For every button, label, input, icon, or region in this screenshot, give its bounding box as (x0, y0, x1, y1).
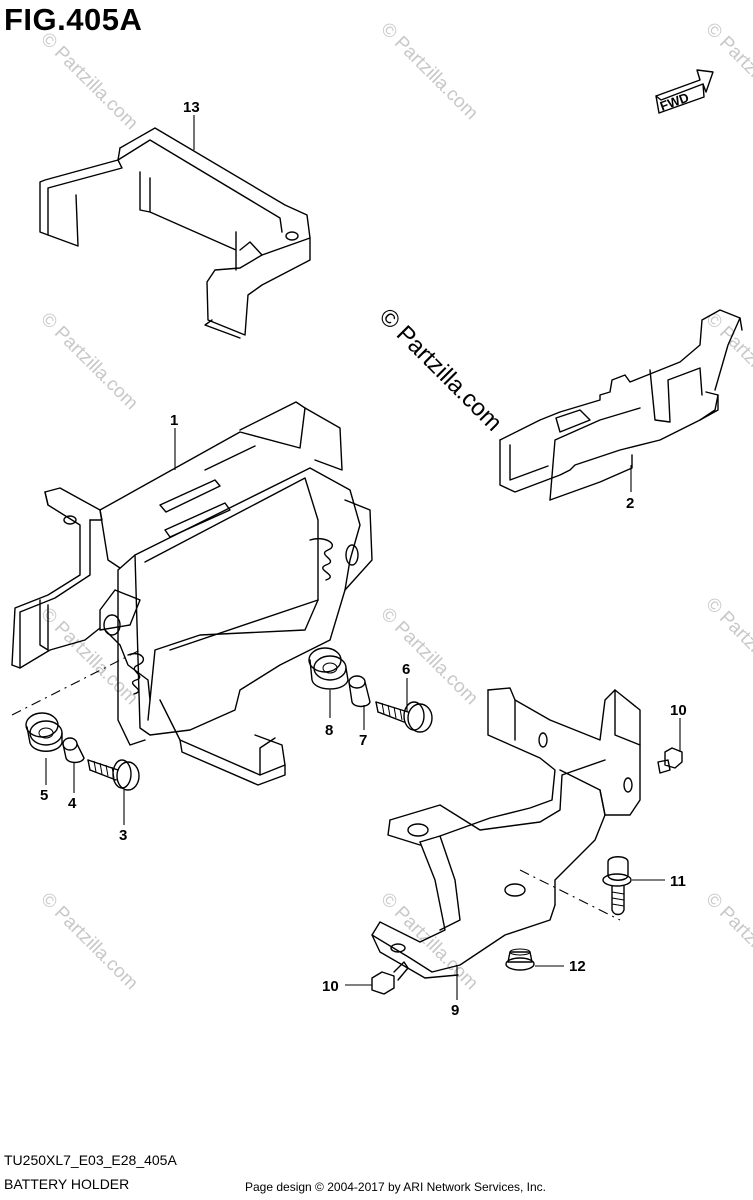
center-lines (11, 649, 621, 921)
callout-12: 12 (569, 958, 586, 975)
callout-3: 3 (119, 827, 127, 844)
watermark: © Partzilla.com (376, 604, 481, 709)
part-11-bolt (602, 856, 632, 916)
figure-name: BATTERY HOLDER (4, 1176, 130, 1192)
callout-8: 8 (325, 722, 333, 739)
callout-1: 1 (170, 412, 178, 429)
page-footer: Page design © 2004-2017 by ARI Network S… (245, 1180, 547, 1194)
part-12-nut (505, 948, 535, 971)
figure-title: FIG.405A (4, 2, 143, 37)
callout-11: 11 (670, 873, 686, 890)
watermark: © Partzilla.com (701, 594, 753, 699)
callout-6: 6 (402, 661, 410, 678)
watermark: © Partzilla.com (376, 19, 481, 124)
watermarks: © Partzilla.com © Partzilla.com © Partzi… (36, 19, 753, 994)
callout-7: 7 (359, 732, 367, 749)
callout-2: 2 (626, 495, 634, 512)
part-5-grommet (25, 712, 63, 752)
part-1-battery-holder (11, 401, 373, 786)
part-8-grommet (308, 647, 349, 690)
part-3-bolt (87, 759, 140, 791)
callout-9: 9 (451, 1002, 459, 1019)
part-10-bolt-lower (371, 961, 409, 995)
callout-13: 13 (183, 99, 200, 116)
fwd-arrow-icon: FWD (655, 69, 714, 114)
callout-5: 5 (40, 787, 48, 804)
watermark: © Partzilla.com (36, 604, 141, 709)
part-7-collar (348, 675, 371, 708)
callout-4: 4 (68, 795, 77, 812)
part-4-collar (62, 737, 85, 764)
part-2-bracket (499, 309, 743, 501)
callout-10-upper: 10 (670, 702, 687, 719)
part-9-bracket (371, 687, 641, 979)
leader-lines (45, 115, 681, 1000)
watermark: © Partzilla.com (36, 29, 141, 134)
part-13-cover (39, 127, 311, 339)
part-6-bolt (375, 701, 433, 733)
watermark: © Partzilla.com (701, 889, 753, 994)
callout-10-lower: 10 (322, 978, 339, 995)
watermark-center: © Partzilla.com (374, 303, 507, 436)
watermark: © Partzilla.com (701, 309, 753, 414)
part-10-bolt-upper (657, 747, 683, 774)
figure-code: TU250XL7_E03_E28_405A (4, 1152, 177, 1168)
callouts: 13 1 2 6 8 7 10 5 4 3 11 12 10 9 (40, 99, 687, 1019)
watermark: © Partzilla.com (36, 889, 141, 994)
watermark: © Partzilla.com (36, 309, 141, 414)
